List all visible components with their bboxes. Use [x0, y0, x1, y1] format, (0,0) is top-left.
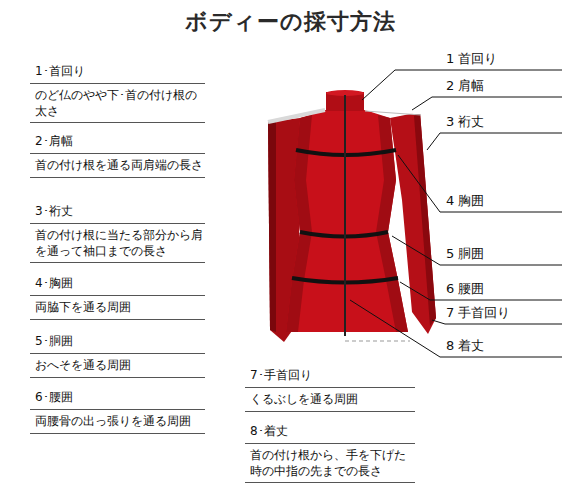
callout-label: 7 手首回り	[444, 305, 512, 322]
callout-label: 5 胴囲	[444, 246, 486, 263]
item-description: くるぶしを通る周囲	[245, 389, 415, 412]
leader-line	[427, 133, 562, 150]
item-description: 首の付け根から、手を下げた時の中指の先までの長さ	[245, 445, 415, 483]
jacket-body	[286, 110, 408, 332]
item-description: 両脇下を通る周囲	[30, 297, 205, 320]
item-heading: 8･着丈	[245, 424, 415, 444]
callout-label: 4 胸囲	[444, 193, 486, 210]
shoulder-line	[365, 111, 421, 115]
callout-label: 2 肩幅	[444, 78, 486, 95]
leader-line	[392, 236, 562, 265]
item-heading: 5･胴囲	[30, 334, 205, 354]
leader-line	[362, 70, 562, 100]
leader-line	[398, 155, 562, 212]
body-shade	[286, 115, 312, 332]
body-shade	[376, 115, 408, 332]
callout-label: 8 着丈	[444, 338, 486, 355]
callout-label: 6 腰囲	[444, 281, 486, 298]
shoulder-edge	[268, 110, 325, 122]
leader-line	[350, 300, 562, 357]
sleeve-shade	[414, 112, 436, 326]
leader-lines	[350, 70, 562, 357]
sleeve-shade	[268, 121, 276, 332]
item-heading: 6･腰囲	[30, 390, 205, 410]
item-description: 両腰骨の出っ張りを通る周囲	[30, 411, 205, 434]
callout-label: 1 首回り	[444, 51, 499, 68]
item-heading: 1･首回り	[30, 64, 205, 84]
page-title: ボディーの採寸方法	[0, 8, 580, 37]
item-description: おへそを通る周囲	[30, 355, 205, 378]
callout-label: 3 裄丈	[444, 114, 486, 131]
item-heading: 7･手首回り	[245, 368, 415, 388]
item-description: 首の付け根に当たる部分から肩を通って袖口までの長さ	[30, 225, 205, 263]
length-line	[344, 95, 346, 336]
leader-line	[412, 97, 562, 110]
leader-line	[400, 282, 562, 300]
item-description: のど仏のやや下･首の付け根の太さ	[30, 85, 205, 123]
item-heading: 2･肩幅	[30, 134, 205, 154]
length-guide	[345, 341, 410, 342]
item-heading: 3･裄丈	[30, 204, 205, 224]
item-heading: 4･胸囲	[30, 276, 205, 296]
item-description: 首の付け根を通る両肩端の長さ	[30, 155, 205, 178]
